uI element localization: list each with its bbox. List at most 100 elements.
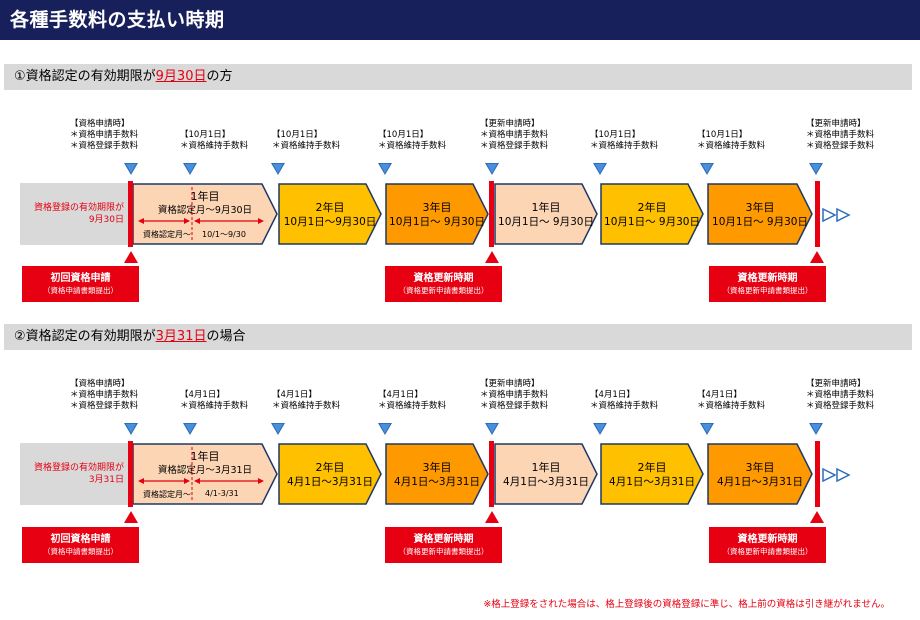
year-title: 2年目 — [315, 200, 345, 214]
year-title: 3年目 — [745, 200, 775, 214]
fee-note-item: ＊資格維持手数料 — [272, 401, 341, 411]
fee-note-label: 【4月1日】 — [697, 390, 742, 400]
year1-right-span: 4/1-3/31 — [205, 489, 239, 498]
fee-note-label: 【10月1日】 — [378, 130, 429, 140]
fee-note-item: ＊資格維持手数料 — [378, 141, 447, 151]
box-title: 資格更新時期 — [737, 534, 798, 545]
year-period: 資格認定月～9月30日 — [157, 204, 253, 216]
box-subtitle: （資格更新申請書類提出） — [398, 547, 489, 556]
expiry-label-date: 9月30日 — [88, 215, 124, 225]
payment-marker-icon — [124, 423, 138, 435]
expiry-label-line: 資格登録の有効期限が — [33, 463, 124, 473]
year-title: 2年目 — [637, 460, 667, 474]
expiry-label-line: 資格登録の有効期限が — [33, 203, 124, 213]
payment-marker-icon — [485, 423, 499, 435]
fee-note-label: 【更新申請時】 — [480, 379, 540, 389]
year1-right-span: 10/1～9/30 — [202, 230, 246, 239]
year-segment: 3年目 10月1日～ 9月30日 — [707, 183, 813, 245]
box-subtitle: （資格更新申請書類提出） — [398, 286, 489, 295]
expiry-label: 資格登録の有効期限が 3月31日 — [20, 443, 132, 505]
fee-note-label: 【10月1日】 — [272, 130, 323, 140]
fee-note-label: 【4月1日】 — [180, 390, 225, 400]
fee-note-item: ＊資格申請手数料 — [480, 390, 549, 400]
start-divider — [128, 181, 133, 247]
year-segment: 3年目 10月1日～ 9月30日 — [385, 183, 489, 245]
year-period: 4月1日～3月31日 — [503, 475, 589, 488]
box-title: 資格更新時期 — [737, 273, 798, 284]
fee-note-item: ＊資格維持手数料 — [590, 141, 659, 151]
payment-marker-icon — [700, 163, 714, 175]
section-2-heading: ②資格認定の有効期限が3月31日の場合 — [4, 324, 912, 350]
year1-left-span: 資格認定月～ — [143, 490, 191, 499]
year-segment: 2年目 10月1日～ 9月30日 — [600, 183, 704, 245]
box-subtitle: （資格申請書類提出） — [43, 286, 118, 295]
section-2-heading-suffix: の場合 — [206, 329, 246, 344]
fee-note-item: ＊資格維持手数料 — [378, 401, 447, 411]
year-title: 3年目 — [422, 200, 452, 214]
renewal-divider — [815, 181, 820, 247]
box-title: 初回資格申請 — [50, 534, 111, 545]
fee-note-item: ＊資格申請手数料 — [70, 390, 139, 400]
box-title: 資格更新時期 — [413, 534, 474, 545]
payment-marker-icon — [183, 423, 197, 435]
year-period: 資格認定月～3月31日 — [157, 464, 253, 476]
year-period: 10月1日～ 9月30日 — [498, 215, 594, 228]
fee-note: 【4月1日】 ＊資格維持手数料 — [590, 390, 658, 412]
year-segment-shape — [132, 443, 278, 505]
application-marker-icon — [810, 251, 824, 263]
payment-marker-icon — [183, 163, 197, 175]
year-period: 4月1日～3月31日 — [394, 475, 480, 488]
application-marker-icon — [124, 511, 138, 523]
year-period: 10月1日～ 9月30日 — [604, 215, 700, 228]
year-segment: 3年目 4月1日～3月31日 — [385, 443, 489, 505]
box-subtitle: （資格申請書類提出） — [43, 547, 118, 556]
year-period: 10月1日～ 9月30日 — [712, 215, 808, 228]
fee-note-label: 【資格申請時】 — [70, 119, 130, 129]
fee-note-label: 【更新申請時】 — [806, 119, 866, 129]
fee-note: 【資格申請時】 ＊資格申請手数料 ＊資格登録手数料 — [70, 119, 138, 152]
page-title: 各種手数料の支払い時期 — [0, 0, 920, 40]
year-segment-shape — [132, 183, 278, 245]
year-segment-shape — [707, 183, 813, 245]
year-title: 3年目 — [422, 460, 452, 474]
year-segment-shape — [600, 443, 704, 505]
fee-note: 【10月1日】 ＊資格維持手数料 — [378, 130, 446, 152]
payment-marker-icon — [124, 163, 138, 175]
year-segment-shape — [494, 443, 598, 505]
year-title: 1年目 — [190, 189, 220, 203]
year-segment-shape — [600, 183, 704, 245]
year-segment: 3年目 4月1日～3月31日 — [707, 443, 813, 505]
start-divider — [128, 441, 133, 507]
fee-note-item: ＊資格登録手数料 — [70, 141, 139, 151]
year-segment-first: 1年目 資格認定月～9月30日 — [132, 183, 278, 245]
year-segment-shape — [278, 183, 382, 245]
renewal-divider — [489, 181, 494, 247]
initial-application-box: 初回資格申請 （資格申請書類提出） — [22, 527, 139, 563]
fee-note: 【10月1日】 ＊資格維持手数料 — [590, 130, 658, 152]
section-1-heading-suffix: の方 — [206, 69, 233, 84]
section-2-heading-prefix: ②資格認定の有効期限が — [14, 329, 156, 344]
fee-note: 【4月1日】 ＊資格維持手数料 — [180, 390, 248, 412]
year-title: 3年目 — [745, 460, 775, 474]
fee-note-item: ＊資格申請手数料 — [806, 390, 875, 400]
fee-note: 【4月1日】 ＊資格維持手数料 — [378, 390, 446, 412]
year-title: 1年目 — [531, 460, 561, 474]
year-title: 2年目 — [315, 460, 345, 474]
expiry-label-date: 3月31日 — [88, 475, 124, 485]
fee-note-label: 【更新申請時】 — [806, 379, 866, 389]
renewal-divider — [815, 441, 820, 507]
payment-marker-icon — [700, 423, 714, 435]
year-title: 1年目 — [190, 449, 220, 463]
application-marker-icon — [124, 251, 138, 263]
fee-note-label: 【4月1日】 — [590, 390, 635, 400]
fee-note-label: 【10月1日】 — [180, 130, 231, 140]
fee-note: 【更新申請時】 ＊資格申請手数料 ＊資格登録手数料 — [806, 119, 874, 152]
box-title: 資格更新時期 — [413, 273, 474, 284]
fee-note: 【更新申請時】 ＊資格申請手数料 ＊資格登録手数料 — [480, 379, 548, 412]
fee-note-item: ＊資格申請手数料 — [70, 130, 139, 140]
year-period: 10月1日～9月30日 — [283, 215, 377, 228]
renewal-divider — [489, 441, 494, 507]
payment-marker-icon — [593, 163, 607, 175]
year-period: 4月1日～3月31日 — [287, 475, 373, 488]
continue-arrow-icon — [822, 467, 851, 483]
